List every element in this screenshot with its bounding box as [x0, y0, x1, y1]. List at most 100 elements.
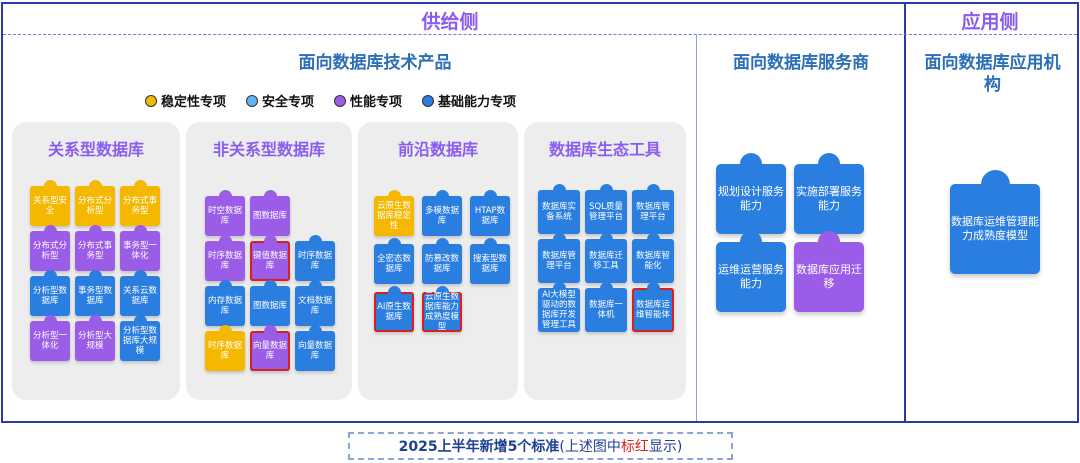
puzzle-knob [218, 234, 232, 248]
puzzle-piece-label: 数据库实备系统 [541, 202, 576, 222]
puzzle-piece-label: 数据库管理平台 [635, 202, 670, 222]
puzzle-piece: 全密态数据库 [374, 237, 414, 284]
tech-products-title: 面向数据库技术产品 [298, 53, 452, 73]
footer-note: 2025上半年新增5个标准(上述图中标红显示) [348, 432, 733, 460]
puzzle-piece: 向量数据库 [295, 324, 335, 371]
puzzle-piece: 时序数据库 [205, 324, 245, 371]
puzzle-knob [218, 279, 232, 293]
puzzle-knob [43, 269, 57, 283]
puzzle-knob [552, 183, 566, 197]
puzzle-knob [818, 153, 840, 175]
puzzle-piece: 图数据库 [250, 189, 290, 236]
puzzle-piece: 分析型一体化 [30, 314, 70, 361]
puzzle-piece-label: 实施部署服务能力 [796, 185, 862, 212]
puzzle-piece-label: 图数据库 [252, 211, 287, 221]
puzzle-piece-label: 分析型数据库大规模 [122, 326, 157, 356]
puzzle-knob [88, 224, 102, 238]
puzzle-piece: 事务型一体化 [120, 224, 160, 271]
puzzle-piece: 数据库实备系统 [538, 183, 580, 234]
puzzle-knob [552, 281, 566, 295]
puzzle-piece-label: 多模数据库 [424, 206, 459, 226]
puzzle-knob [88, 179, 102, 193]
puzzle-piece: 事务型数据库 [75, 269, 115, 316]
puzzle-piece: 数据库管理平台 [632, 183, 674, 234]
puzzle-knob [646, 281, 660, 295]
puzzle-knob [435, 285, 449, 299]
puzzle-piece-label: 分析型大规模 [77, 331, 112, 351]
application-side-title: 应用侧 [961, 11, 1019, 33]
panel-title-frontier: 前沿数据库 [397, 140, 478, 159]
puzzle-knob [599, 281, 613, 295]
legend-item-performance: 性能专项 [334, 91, 402, 110]
puzzle-knob [980, 169, 1010, 199]
column-divider [696, 35, 697, 421]
puzzle-piece: 数据库一体机 [585, 281, 627, 332]
puzzle-piece-label: 时序数据库 [207, 251, 242, 271]
puzzle-piece: 分析型大规模 [75, 314, 115, 361]
puzzle-piece-label: 数据库运维管理能力成熟度模型 [951, 215, 1039, 242]
puzzle-piece-label: AI大模型驱动的数据库开发管理工具 [541, 290, 576, 330]
puzzle-knob [133, 224, 147, 238]
puzzle-knob [263, 324, 277, 338]
header-divider [3, 34, 1077, 35]
puzzle-knob [483, 237, 497, 251]
puzzle-piece-label: 数据库运维智能体 [635, 300, 670, 320]
legend-item-stability: 稳定性专项 [145, 91, 226, 110]
puzzle-piece-label: 搜索型数据库 [472, 254, 507, 274]
legend-swatch [246, 94, 259, 107]
puzzle-knob [740, 231, 762, 253]
app-institutions-title: 面向数据库应用机构 [924, 53, 1061, 95]
puzzle-knob [308, 234, 322, 248]
puzzle-knob [263, 189, 277, 203]
puzzle-piece: 分布式分析型 [30, 224, 70, 271]
legend-item-basic: 基础能力专项 [422, 91, 516, 110]
puzzle-piece-label: 分布式分析型 [77, 196, 112, 216]
puzzle-piece: 数据库迁移工具 [585, 232, 627, 283]
puzzle-piece: 规划设计服务能力 [716, 153, 786, 234]
puzzle-piece: 运维运营服务能力 [716, 231, 786, 312]
legend-swatch [334, 94, 347, 107]
puzzle-piece: 键值数据库 [250, 234, 290, 281]
puzzle-knob [218, 324, 232, 338]
puzzle-piece: 数据库应用迁移 [794, 231, 864, 312]
puzzle-piece: 云原生数据库能力成熟度模型 [422, 285, 462, 332]
legend-swatch [145, 94, 157, 107]
puzzle-piece-label: 内存数据库 [207, 296, 242, 316]
puzzle-piece: 数据库管理平台 [538, 232, 580, 283]
puzzle-piece: AI原生数据库 [374, 285, 414, 332]
puzzle-piece-label: 数据库管理平台 [541, 251, 576, 271]
puzzle-piece: 数据库智能化 [632, 232, 674, 283]
puzzle-knob [646, 232, 660, 246]
panel-title-eco-tools: 数据库生态工具 [548, 140, 661, 159]
puzzle-piece: 时序数据库 [295, 234, 335, 281]
legend-item-security: 安全专项 [246, 91, 314, 110]
puzzle-piece: 云原生数据库稳定性 [374, 189, 414, 236]
puzzle-piece: 防篡改数据库 [422, 237, 462, 284]
puzzle-piece: AI大模型驱动的数据库开发管理工具 [538, 281, 580, 332]
puzzle-piece-label: 键值数据库 [252, 251, 287, 271]
puzzle-piece-label: 规划设计服务能力 [718, 185, 784, 212]
puzzle-knob [43, 224, 57, 238]
puzzle-piece: 搜索型数据库 [470, 237, 510, 284]
puzzle-piece: 数据库运维管理能力成熟度模型 [950, 169, 1040, 274]
puzzle-piece-label: 运维运营服务能力 [718, 263, 784, 290]
puzzle-piece-label: 云原生数据库能力成熟度模型 [424, 292, 459, 332]
puzzle-piece-label: 图数据库 [252, 301, 287, 311]
puzzle-knob [435, 237, 449, 251]
puzzle-piece-label: 时序数据库 [297, 251, 332, 271]
puzzle-piece: 分布式事务型 [120, 179, 160, 226]
puzzle-piece-label: 关系云数据库 [122, 286, 157, 306]
puzzle-piece: 分布式事务型 [75, 224, 115, 271]
puzzle-knob [646, 183, 660, 197]
puzzle-knob [88, 269, 102, 283]
puzzle-piece: 数据库运维智能体 [632, 281, 674, 332]
puzzle-knob [552, 232, 566, 246]
legend: 稳定性专项 安全专项 性能专项 基础能力专项 [145, 91, 585, 110]
puzzle-knob [599, 183, 613, 197]
panel-title-non-relational: 非关系型数据库 [212, 140, 325, 159]
puzzle-knob [308, 324, 322, 338]
puzzle-piece: HTAP数据库 [470, 189, 510, 236]
puzzle-piece-label: 数据库智能化 [635, 251, 670, 271]
puzzle-knob [43, 314, 57, 328]
puzzle-piece-label: HTAP数据库 [474, 206, 506, 226]
